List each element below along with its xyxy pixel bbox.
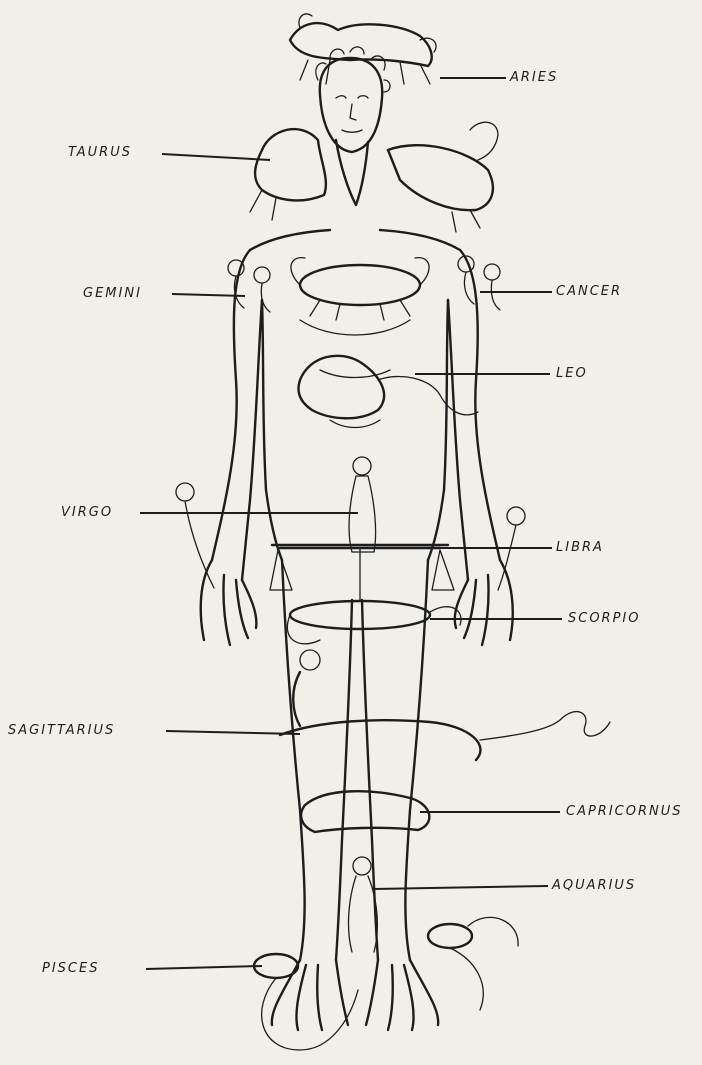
sagittarius-leader	[166, 731, 300, 734]
gemini-leader	[172, 294, 245, 296]
cancer-crab-drawing	[291, 258, 429, 320]
pisces-fish-drawing	[254, 917, 518, 1050]
aquarius-leader	[372, 886, 548, 889]
label-aries: ARIES	[510, 70, 558, 86]
label-taurus: TAURUS	[68, 145, 132, 161]
label-aquarius: AQUARIUS	[552, 878, 636, 894]
label-libra: LIBRA	[556, 540, 604, 556]
scorpio-scorpion-drawing	[287, 601, 461, 644]
sagittarius-archer-drawing	[280, 650, 610, 760]
virgo-maiden-drawing	[349, 457, 376, 552]
label-scorpio: SCORPIO	[568, 611, 641, 627]
label-gemini: GEMINI	[83, 286, 142, 302]
taurus-bull-drawing	[250, 122, 498, 232]
label-pisces: PISCES	[42, 961, 99, 977]
label-leo: LEO	[556, 366, 588, 382]
label-cancer: CANCER	[556, 284, 622, 300]
label-capricornus: CAPRICORNUS	[566, 804, 683, 820]
label-virgo: VIRGO	[61, 505, 113, 521]
label-sagittarius: SAGITTARIUS	[8, 723, 115, 739]
human-figure	[201, 47, 513, 1030]
pisces-leader	[146, 966, 262, 969]
taurus-leader	[162, 154, 270, 160]
